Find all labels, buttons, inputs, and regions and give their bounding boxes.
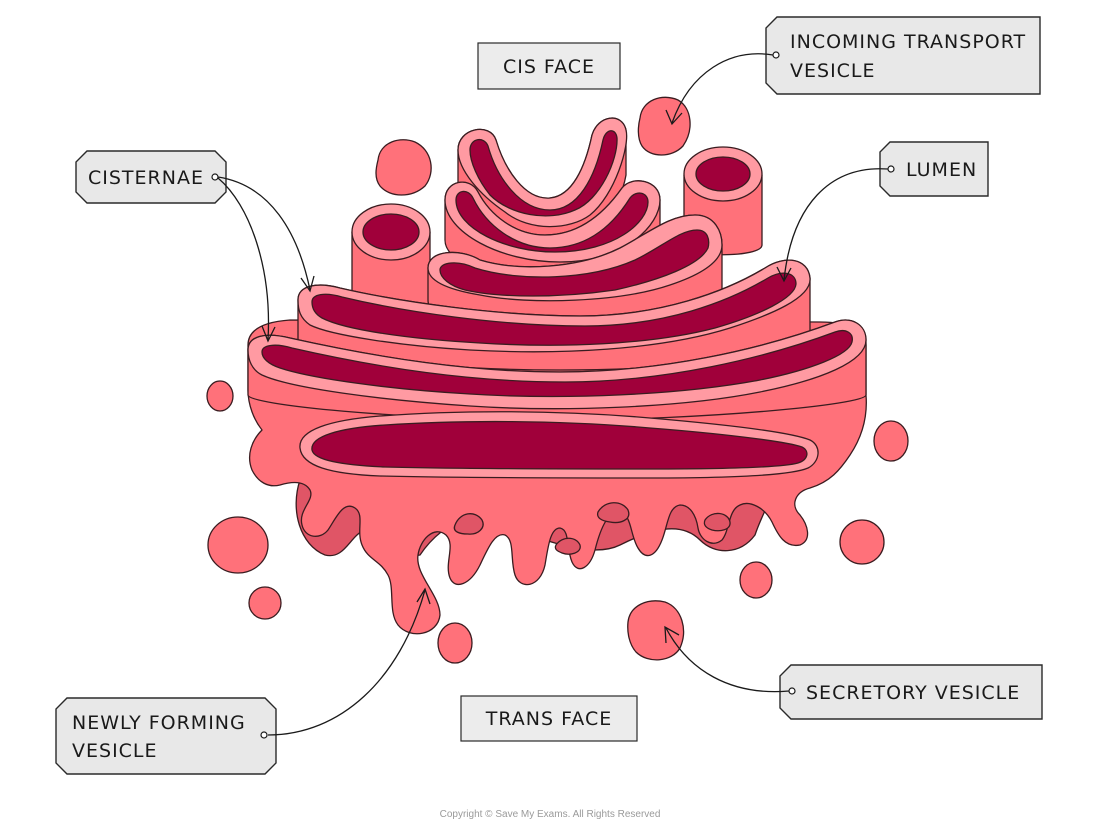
cis-face-label: CIS FACE — [477, 42, 621, 90]
vesicle-incoming — [637, 96, 691, 156]
cisterna-third-lumen — [439, 229, 710, 297]
golgi-hole-3 — [554, 537, 581, 555]
arrow-cisternae-1 — [217, 176, 311, 291]
arrow-secretory — [665, 627, 790, 693]
vesicle-secretory — [627, 600, 685, 661]
golgi-hole-1 — [453, 513, 484, 535]
vesicle-bottom-center — [437, 622, 473, 664]
arrow-cisternae-1-head — [300, 275, 315, 293]
arrow-cisternae-2-head — [261, 325, 276, 343]
arrow-lumen — [783, 168, 889, 281]
newly-forming-vesicle-label: NEWLY FORMING VESICLE — [55, 697, 277, 775]
cisterna-right-tube-lumen — [695, 156, 751, 192]
cisterna-top-tube-lumen — [469, 130, 618, 217]
cisterna-sixth-lumen — [311, 420, 808, 470]
trans-face-text: TRANS FACE — [485, 708, 612, 730]
newly-line1-text: NEWLY FORMING — [72, 712, 246, 734]
arrow-secretory-head — [664, 625, 680, 644]
newly-line2-text: VESICLE — [72, 740, 158, 762]
trans-face-label: TRANS FACE — [460, 695, 638, 742]
copyright-text: Copyright © Save My Exams. All Rights Re… — [440, 809, 661, 820]
incoming-transport-vesicle-label: INCOMING TRANSPORT VESICLE — [765, 16, 1041, 95]
vesicles — [206, 96, 909, 664]
cis-face-text: CIS FACE — [503, 56, 595, 78]
lumen-text: LUMEN — [906, 159, 977, 181]
incoming-line1-text: INCOMING TRANSPORT — [790, 31, 1026, 53]
arrow-incoming-head — [665, 109, 683, 126]
vesicle-right-medium — [839, 519, 885, 565]
golgi-hole-2 — [596, 502, 630, 524]
cisterna-fifth-lumen — [261, 329, 853, 398]
vesicle-top-left — [375, 139, 432, 196]
arrow-cisternae-2 — [217, 177, 270, 341]
cisternae-text: CISTERNAE — [88, 167, 204, 189]
arrow-incoming — [671, 53, 774, 124]
golgi-body — [247, 117, 867, 635]
lumen-label: LUMEN — [879, 141, 989, 197]
vesicle-left-medium — [207, 516, 269, 574]
secretory-text: SECRETORY VESICLE — [806, 682, 1020, 704]
vesicle-right-small — [873, 420, 909, 462]
arrow-newly-forming — [267, 589, 426, 736]
secretory-vesicle-label: SECRETORY VESICLE — [779, 664, 1043, 720]
vesicle-left-bottom — [248, 586, 282, 620]
cisterna-left-tube-lumen — [362, 213, 420, 251]
arrow-lumen-head — [776, 266, 792, 283]
golgi-hole-4 — [703, 512, 731, 532]
incoming-line2-text: VESICLE — [790, 60, 876, 82]
vesicle-left-small — [206, 380, 234, 412]
cisterna-fourth-lumen — [311, 272, 797, 346]
arrow-newly-forming-head — [416, 587, 431, 605]
cisterna-second-lumen — [455, 190, 649, 253]
cisternae-label: CISTERNAE — [75, 150, 227, 204]
vesicle-right-lower — [739, 561, 773, 599]
